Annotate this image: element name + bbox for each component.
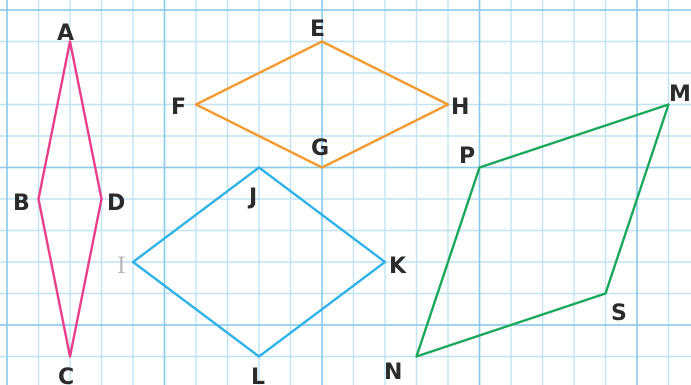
rhombus-mnps: [415, 103, 670, 358]
vertex-label-e: E: [310, 17, 325, 42]
vertex-label-b: B: [13, 191, 30, 216]
vertex-label-g: G: [311, 136, 329, 161]
shapes-layer: [37, 40, 670, 358]
vertex-label-a: A: [57, 21, 74, 46]
rhombus-ijkl: [131, 166, 387, 358]
vertex-label-p: P: [459, 144, 475, 169]
vertex-label-c: C: [58, 365, 74, 385]
vertex-label-m: M: [669, 82, 691, 107]
vertex-label-d: D: [107, 191, 125, 216]
vertex-label-h: H: [451, 95, 469, 120]
vertex-label-l: L: [251, 365, 265, 385]
rhombus-efgh: [194, 40, 450, 169]
vertex-label-f: F: [171, 95, 186, 120]
vertex-label-i: I: [117, 254, 126, 279]
vertex-label-k: K: [389, 254, 407, 279]
labels-layer: A B C D E F G H I J K L M N P S: [13, 17, 691, 385]
vertex-label-s: S: [611, 301, 627, 326]
rhombus-abcd: [37, 40, 103, 358]
vertex-label-j: J: [247, 185, 257, 210]
vertex-label-n: N: [384, 360, 402, 385]
